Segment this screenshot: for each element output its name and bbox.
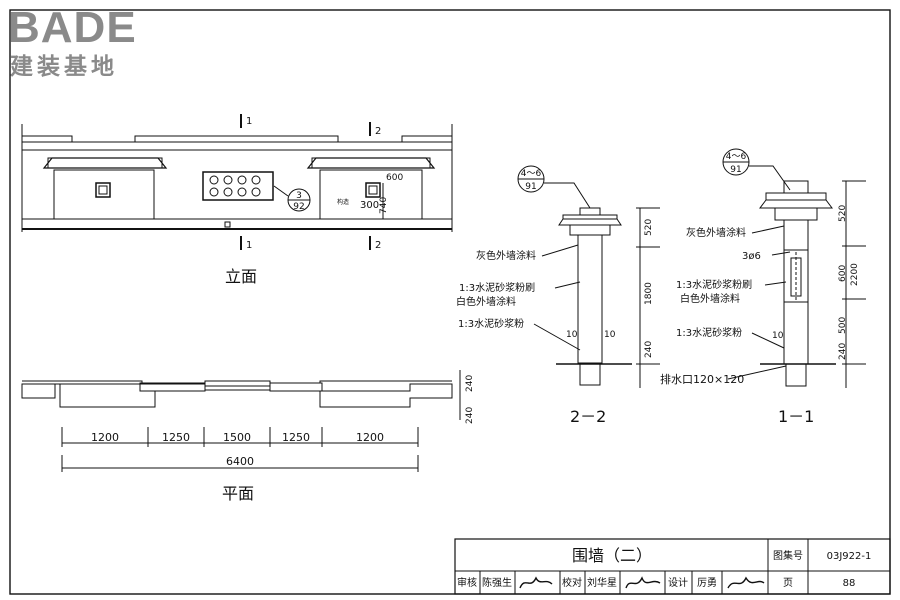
reviewer-signature xyxy=(519,576,553,589)
section-mark-2: 2 2 xyxy=(369,122,381,251)
svg-text:2200: 2200 xyxy=(850,263,860,286)
checker-signature xyxy=(625,576,661,589)
designer: 厉勇 xyxy=(697,577,717,589)
svg-text:240: 240 xyxy=(644,341,654,358)
s11-note-mortar-brush: 1:3水泥砂浆粉刷 xyxy=(676,278,752,291)
svg-text:91: 91 xyxy=(730,165,741,175)
s22-note-white: 白色外墙涂料 xyxy=(456,295,516,308)
svg-text:500: 500 xyxy=(838,317,848,334)
svg-text:240: 240 xyxy=(465,407,475,424)
bade-logo: BADE 建装基地 xyxy=(8,3,137,80)
lattice-window xyxy=(202,171,274,201)
plan-total: 6400 xyxy=(226,455,254,468)
svg-text:2: 2 xyxy=(375,240,381,251)
svg-text:600: 600 xyxy=(838,265,848,282)
svg-text:4～6: 4～6 xyxy=(726,152,747,162)
svg-text:1: 1 xyxy=(246,116,252,127)
svg-text:4～6: 4～6 xyxy=(521,169,542,179)
plan-seg-5: 1200 xyxy=(356,431,384,444)
plan-dim-ticks xyxy=(61,427,419,447)
s11-note-rebar: 3ø6 xyxy=(742,251,761,262)
s22-note-gray: 灰色外墙涂料 xyxy=(476,249,536,262)
svg-text:1800: 1800 xyxy=(644,282,654,305)
svg-text:1: 1 xyxy=(246,240,252,251)
section-mark-1: 1 1 xyxy=(240,114,252,251)
atlas-label: 图集号 xyxy=(773,549,803,562)
reviewer: 陈强生 xyxy=(482,576,512,589)
svg-text:91: 91 xyxy=(525,182,536,192)
elevation-note: 构造 xyxy=(337,198,349,206)
svg-text:240: 240 xyxy=(838,343,848,360)
svg-text:520: 520 xyxy=(644,219,654,236)
plan-seg-2: 1250 xyxy=(162,431,190,444)
s11-label: 1－1 xyxy=(778,407,814,426)
plan-seg-4: 1250 xyxy=(282,431,310,444)
s22-label: 2－2 xyxy=(570,407,606,426)
s11-note-mortar: 1:3水泥砂浆粉 xyxy=(676,326,742,339)
check-label: 校对 xyxy=(562,576,582,589)
s22-note-mortar-brush: 1:3水泥砂浆粉刷 xyxy=(459,281,535,294)
svg-text:740: 740 xyxy=(379,197,389,214)
designer-signature xyxy=(727,576,765,589)
elevation-detail-ref: 3 92 xyxy=(273,185,311,212)
svg-text:10: 10 xyxy=(772,331,784,341)
title-block: 围墙（二） 图集号 03J922-1 审核 陈强生 校对 刘华星 设计 厉勇 页… xyxy=(454,538,891,595)
elevation-drawing: 3 92 构造 300 740 600 1 1 2 2 立面 xyxy=(21,114,453,286)
svg-text:10: 10 xyxy=(566,330,578,340)
review-label: 审核 xyxy=(457,576,477,589)
svg-text:520: 520 xyxy=(838,205,848,222)
elevation-window-right xyxy=(365,182,381,198)
plan-seg-1: 1200 xyxy=(91,431,119,444)
plan-drawing: 240 240 1200 1250 1500 1250 1200 6400 平面 xyxy=(21,370,475,503)
plan-title: 平面 xyxy=(222,484,254,503)
atlas-no: 03J922-1 xyxy=(827,551,872,562)
section-2-2: 4～6 91 520 1800 240 10 10 灰色外墙涂料 1:3水泥砂浆… xyxy=(456,165,660,426)
title-block-title: 围墙（二） xyxy=(572,546,652,565)
svg-text:3: 3 xyxy=(296,191,302,201)
s11-note-gray: 灰色外墙涂料 xyxy=(686,226,746,239)
svg-text:300: 300 xyxy=(360,200,379,211)
s22-note-mortar: 1:3水泥砂浆粉 xyxy=(458,317,524,330)
s11-note-drain: 排水口120×120 xyxy=(660,372,744,386)
svg-text:10: 10 xyxy=(604,330,616,340)
elevation-title: 立面 xyxy=(225,267,257,286)
checker: 刘华星 xyxy=(587,576,617,589)
s11-note-white: 白色外墙涂料 xyxy=(680,292,740,305)
page-label: 页 xyxy=(783,577,793,589)
logo-tagline: 建装基地 xyxy=(10,54,118,80)
svg-text:240: 240 xyxy=(465,375,475,392)
elevation-window-left xyxy=(95,182,111,198)
plan-seg-3: 1500 xyxy=(223,431,251,444)
svg-text:92: 92 xyxy=(293,202,304,212)
section-1-1: 4～6 91 520 600 2200 500 240 10 灰色外墙涂料 3ø… xyxy=(660,148,866,426)
logo-brand: BADE xyxy=(8,3,137,52)
svg-text:2: 2 xyxy=(375,126,381,137)
page-no: 88 xyxy=(843,578,856,589)
svg-text:600: 600 xyxy=(386,173,403,183)
sheet-border xyxy=(9,9,891,595)
design-label: 设计 xyxy=(668,576,688,589)
